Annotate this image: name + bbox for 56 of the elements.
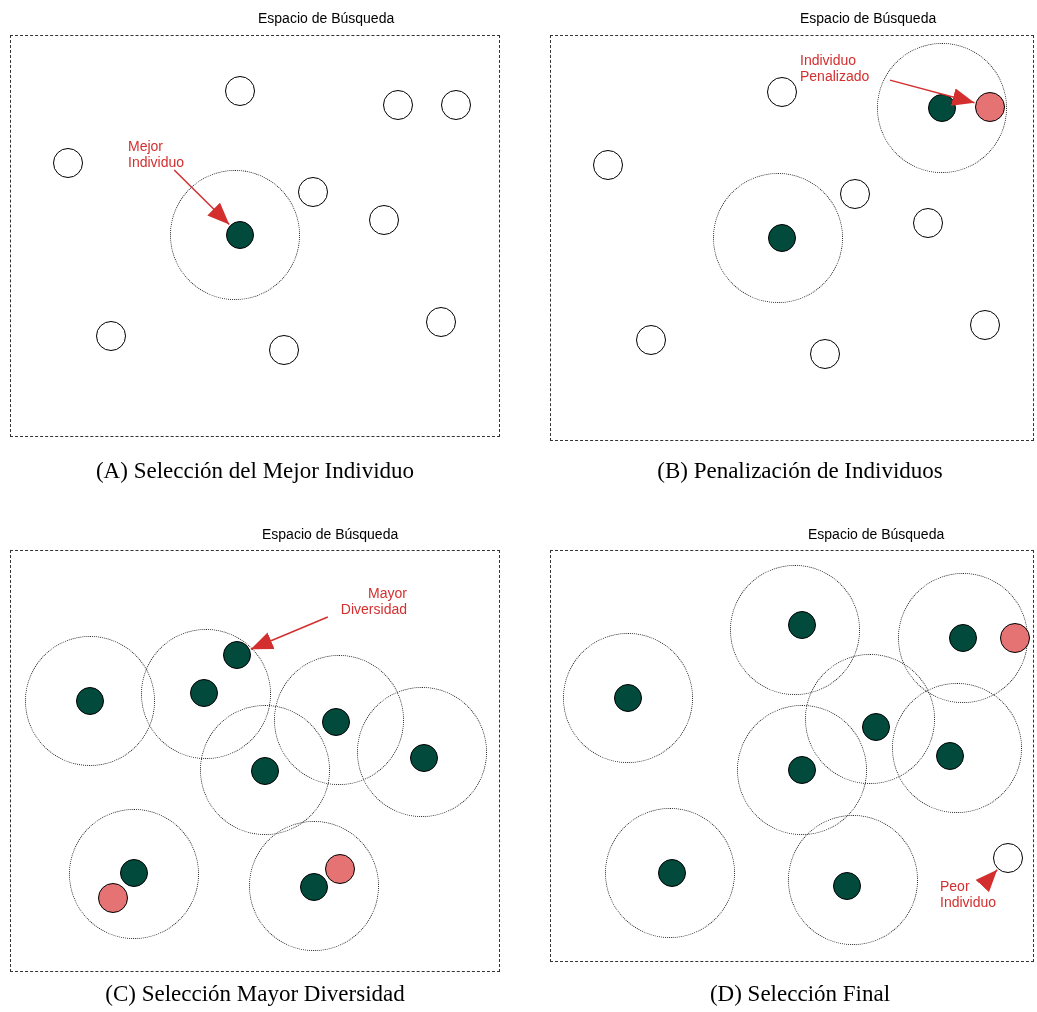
individual-dot bbox=[96, 321, 126, 351]
individual-dot bbox=[426, 307, 456, 337]
individual-dot bbox=[190, 679, 218, 707]
panel-heading: Espacio de Búsqueda bbox=[262, 526, 399, 542]
arrow bbox=[250, 616, 329, 650]
individual-dot bbox=[810, 339, 840, 369]
individual-dot bbox=[120, 859, 148, 887]
individual-dot bbox=[322, 708, 350, 736]
individual-dot bbox=[410, 744, 438, 772]
individual-dot bbox=[441, 90, 471, 120]
individual-dot bbox=[53, 148, 83, 178]
individual-dot bbox=[993, 843, 1023, 873]
callout-label: Mayor Diversidad bbox=[325, 585, 407, 617]
panel-caption: (A) Selección del Mejor Individuo bbox=[95, 458, 415, 484]
individual-dot bbox=[300, 873, 328, 901]
individual-dot bbox=[593, 150, 623, 180]
arrow bbox=[173, 169, 231, 226]
panel-caption: (B) Penalización de Individuos bbox=[657, 458, 943, 484]
individual-dot bbox=[636, 325, 666, 355]
individual-dot bbox=[767, 77, 797, 107]
individual-dot bbox=[949, 624, 977, 652]
callout-label: Individuo Penalizado bbox=[800, 52, 890, 84]
individual-dot bbox=[975, 92, 1005, 122]
individual-dot bbox=[76, 687, 104, 715]
individual-dot bbox=[928, 94, 956, 122]
panel-caption: (D) Selección Final bbox=[709, 981, 891, 1007]
individual-dot bbox=[768, 224, 796, 252]
individual-dot bbox=[325, 854, 355, 884]
individual-dot bbox=[970, 310, 1000, 340]
individual-dot bbox=[98, 883, 128, 913]
individual-dot bbox=[658, 859, 686, 887]
arrow bbox=[975, 869, 998, 893]
individual-dot bbox=[913, 208, 943, 238]
panel-caption: (C) Selección Mayor Diversidad bbox=[105, 981, 405, 1007]
individual-dot bbox=[225, 76, 255, 106]
callout-label: Mejor Individuo bbox=[128, 138, 188, 170]
callout-label: Peor Individuo bbox=[940, 878, 1010, 910]
individual-dot bbox=[298, 177, 328, 207]
individual-dot bbox=[1000, 623, 1030, 653]
individual-dot bbox=[614, 684, 642, 712]
individual-dot bbox=[223, 641, 251, 669]
panel-heading: Espacio de Búsqueda bbox=[258, 10, 395, 26]
individual-dot bbox=[383, 90, 413, 120]
individual-dot bbox=[833, 872, 861, 900]
individual-dot bbox=[788, 756, 816, 784]
individual-dot bbox=[788, 611, 816, 639]
individual-dot bbox=[369, 205, 399, 235]
individual-dot bbox=[862, 713, 890, 741]
individual-dot bbox=[251, 757, 279, 785]
arrow bbox=[889, 79, 976, 106]
panel-heading: Espacio de Búsqueda bbox=[800, 10, 937, 26]
panel-heading: Espacio de Búsqueda bbox=[808, 526, 945, 542]
individual-dot bbox=[840, 179, 870, 209]
individual-dot bbox=[226, 221, 254, 249]
individual-dot bbox=[269, 335, 299, 365]
individual-dot bbox=[936, 742, 964, 770]
